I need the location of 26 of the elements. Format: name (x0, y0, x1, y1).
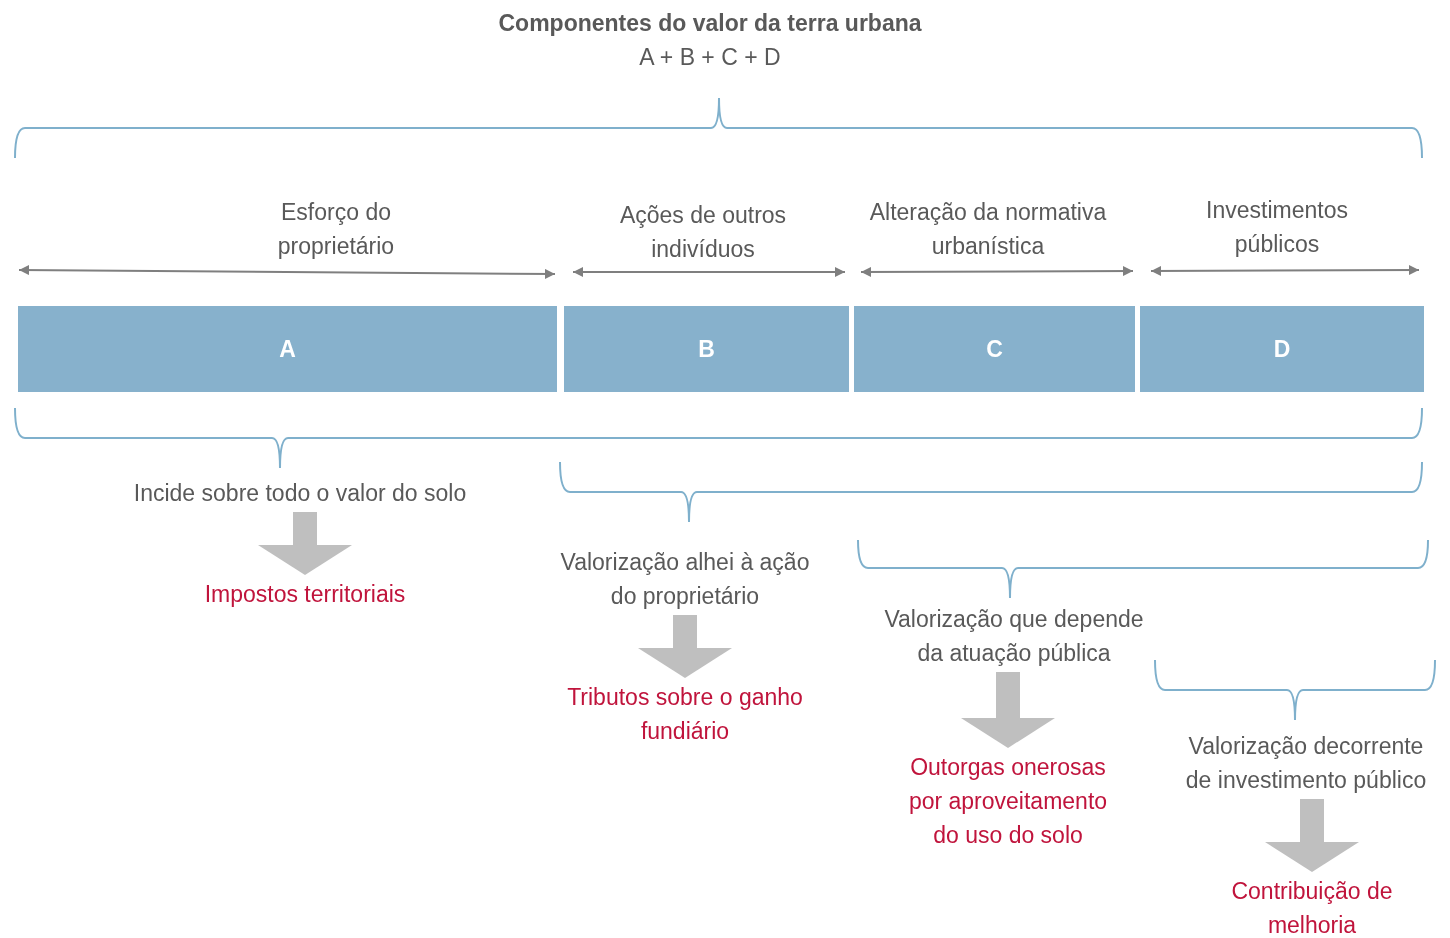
instrument-text: Impostos territoriais (155, 577, 455, 611)
block-arrow (638, 615, 732, 678)
segment-letter: A (279, 335, 296, 363)
valuation-text: Valorização alhei à ação do proprietário (552, 545, 818, 613)
value-segment-bar (854, 306, 1135, 392)
block-arrow (258, 512, 352, 575)
segment-caption: Investimentos públicos (1205, 196, 1349, 259)
block-arrow (961, 672, 1055, 748)
instrument-text: Outorgas onerosas por aproveitamento do uso do solo (895, 750, 1121, 852)
segment-caption: Ações de outros indivíduos (618, 201, 788, 264)
valuation-text: Valorização que depende da atuação pública (874, 602, 1154, 670)
formula-text: A + B + C + D (638, 43, 782, 72)
segment-letter: C (986, 335, 1003, 363)
segment-letter: D (1273, 335, 1291, 363)
value-segment-bar (564, 306, 849, 392)
valuation-text: Incide sobre todo o valor do solo (90, 476, 510, 510)
segment-caption: Alteração da normativa urbanística (868, 198, 1108, 261)
instrument-text: Tributos sobre o ganho fundiário (535, 680, 835, 748)
value-segment-bar (18, 306, 557, 392)
diagram-title: Componentes do valor da terra urbana (497, 9, 923, 38)
segment-caption: Esforço do proprietário (276, 198, 396, 261)
valuation-text: Valorização decorrente de investimento público (1176, 729, 1436, 797)
block-arrow (1265, 799, 1359, 872)
value-segment-bar (1140, 306, 1424, 392)
instrument-text: Contribuição de melhoria (1202, 874, 1422, 938)
segment-letter: B (698, 335, 715, 363)
